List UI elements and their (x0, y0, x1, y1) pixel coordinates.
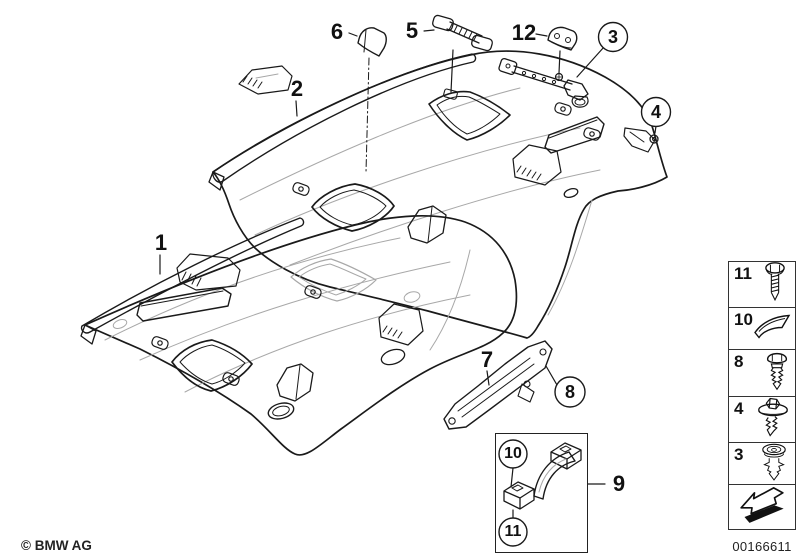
callout-3[interactable]: 3 (607, 27, 619, 47)
pan-head-screw-icon (762, 350, 792, 397)
image-number: 00166611 (732, 539, 792, 554)
part-5-strap (432, 14, 493, 52)
sidebar-item-11[interactable]: 11 (728, 261, 796, 308)
sidebar-item-10[interactable]: 10 (728, 306, 796, 351)
part-6-cap (357, 27, 387, 57)
callout-7[interactable]: 7 (480, 347, 494, 372)
direction-arrow-icon (733, 484, 791, 529)
leader-lines (159, 29, 657, 519)
callout-5[interactable]: 5 (405, 18, 419, 43)
part-12-plate (547, 26, 578, 51)
sidebar-item-10-label: 10 (734, 309, 753, 329)
washer-screw-icon (754, 395, 792, 444)
callout-9[interactable]: 9 (612, 471, 626, 496)
clip-target (443, 88, 458, 100)
sidebar-item-8-label: 8 (734, 352, 744, 371)
hex-head-screw-icon (758, 261, 792, 308)
part-7-bracket (443, 340, 553, 430)
sidebar-item-4-label: 4 (734, 398, 744, 418)
roof-rail-bracket (498, 57, 589, 108)
dash-dot-leader (365, 57, 370, 173)
callout-6[interactable]: 6 (330, 19, 344, 44)
headliner-panel-upper (208, 50, 668, 339)
sidebar-item-4[interactable]: 4 (728, 395, 796, 444)
sidebar-item-11-label: 11 (734, 264, 752, 283)
corner-bracket-screw (623, 127, 659, 153)
grab-handle (503, 442, 582, 510)
expansion-rivet-icon (756, 441, 792, 486)
callout-4[interactable]: 4 (650, 102, 662, 122)
sidebar-item-8[interactable]: 8 (728, 349, 796, 397)
callout-10[interactable]: 10 (504, 445, 522, 462)
callout-12[interactable]: 12 (511, 20, 537, 45)
headliner-panel-lower (80, 215, 518, 456)
sidebar-direction-box[interactable] (728, 483, 796, 530)
callout-11[interactable]: 11 (504, 523, 522, 540)
fastener-sidebar: 11 10 8 (728, 261, 796, 530)
sidebar-item-3[interactable]: 3 (728, 442, 796, 485)
callout-8[interactable]: 8 (564, 382, 576, 402)
trim-cap-icon (752, 311, 792, 346)
callout-circles (498, 21, 672, 547)
callout-1[interactable]: 1 (154, 230, 168, 255)
sidebar-item-3-label: 3 (734, 445, 744, 464)
callout-2[interactable]: 2 (290, 76, 304, 101)
copyright-notice: © BMW AG (21, 538, 92, 553)
grab-handle-inset-box (495, 433, 588, 553)
